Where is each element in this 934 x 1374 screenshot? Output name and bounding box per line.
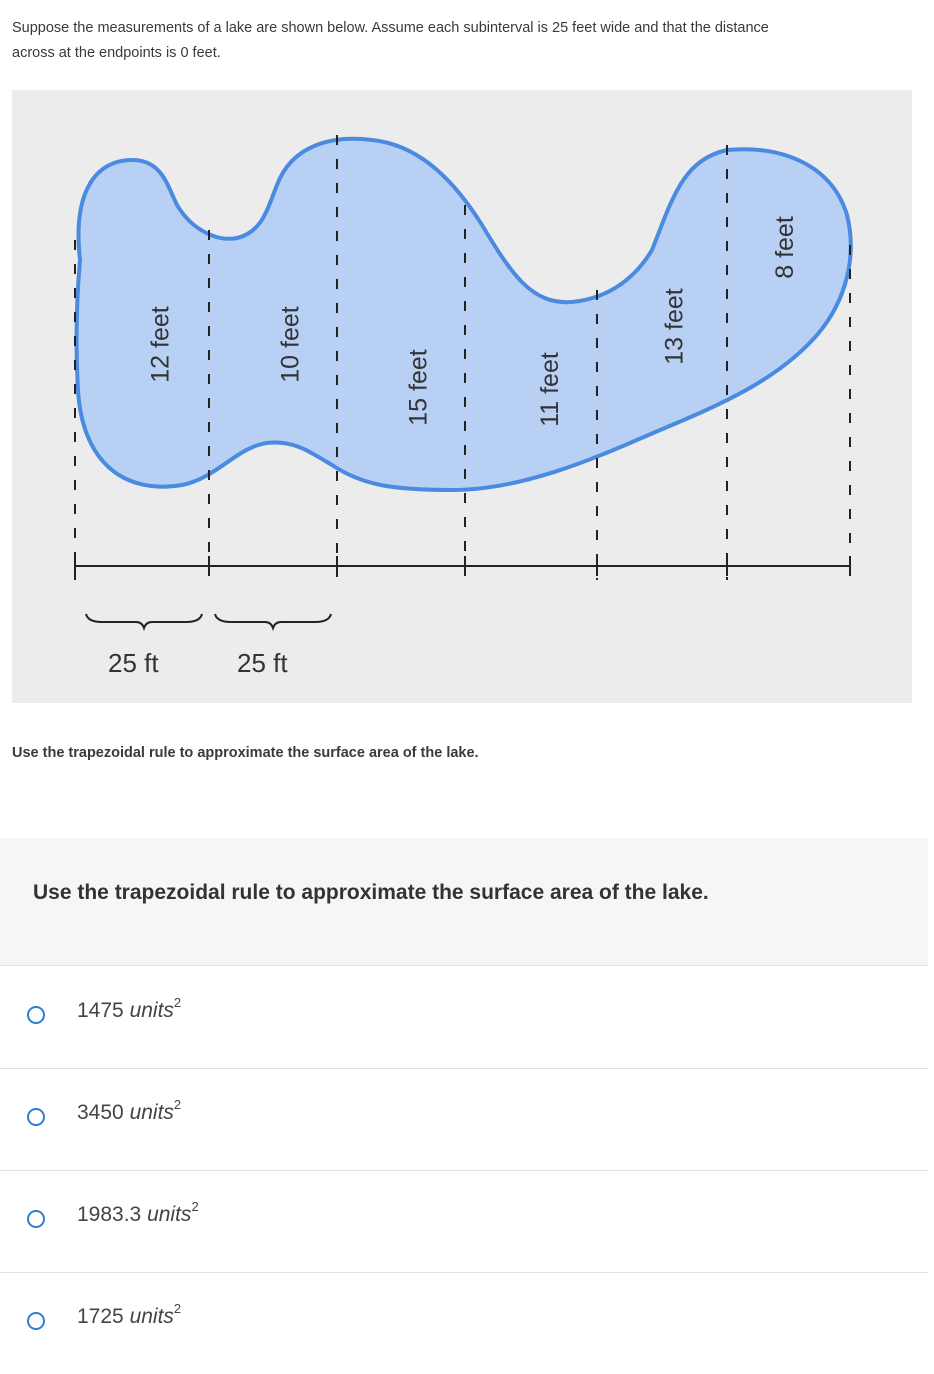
answer-option-1-label: 1475 units2 [77, 995, 182, 1022]
brace-2 [214, 613, 332, 632]
answer-option-4-label: 1725 units2 [77, 1301, 182, 1328]
lake-figure: 12 feet 10 feet 15 feet 11 feet 13 feet … [12, 90, 912, 703]
figure-caption-prompt: Use the trapezoidal rule to approximate … [12, 745, 479, 761]
depth-label-5: 13 feet [660, 288, 689, 365]
depth-label-4: 11 feet [535, 352, 564, 427]
question-card: Use the trapezoidal rule to approximate … [0, 838, 928, 966]
width-braces [85, 613, 332, 632]
answer-option-3-label: 1983.3 units2 [77, 1199, 199, 1226]
lake-diagram [74, 135, 853, 632]
question-text: Use the trapezoidal rule to approximate … [33, 881, 709, 904]
problem-statement-line-2: across at the endpoints is 0 feet. [12, 45, 221, 61]
width-label-2: 25 ft [237, 648, 288, 678]
depth-label-6: 8 feet [770, 216, 799, 279]
radio-button-3[interactable] [27, 1210, 45, 1228]
width-label-1: 25 ft [108, 648, 159, 678]
depth-label-2: 10 feet [276, 306, 305, 383]
answer-option-2-label: 3450 units2 [77, 1097, 182, 1124]
lake-shape [74, 136, 853, 493]
brace-1 [85, 613, 203, 632]
problem-statement-line-1: Suppose the measurements of a lake are s… [12, 20, 769, 36]
depth-label-1: 12 feet [146, 306, 175, 383]
problem-statement: Suppose the measurements of a lake are s… [12, 16, 912, 66]
radio-button-4[interactable] [27, 1312, 45, 1330]
answer-option-2[interactable]: 3450 units2 [0, 1068, 928, 1171]
answer-option-3[interactable]: 1983.3 units2 [0, 1170, 928, 1273]
measurement-lines [74, 135, 851, 580]
radio-button-1[interactable] [27, 1006, 45, 1024]
depth-label-3: 15 feet [404, 349, 433, 426]
radio-button-2[interactable] [27, 1108, 45, 1126]
answer-option-4[interactable]: 1725 units2 [0, 1272, 928, 1374]
answer-option-1[interactable]: 1475 units2 [0, 966, 928, 1069]
